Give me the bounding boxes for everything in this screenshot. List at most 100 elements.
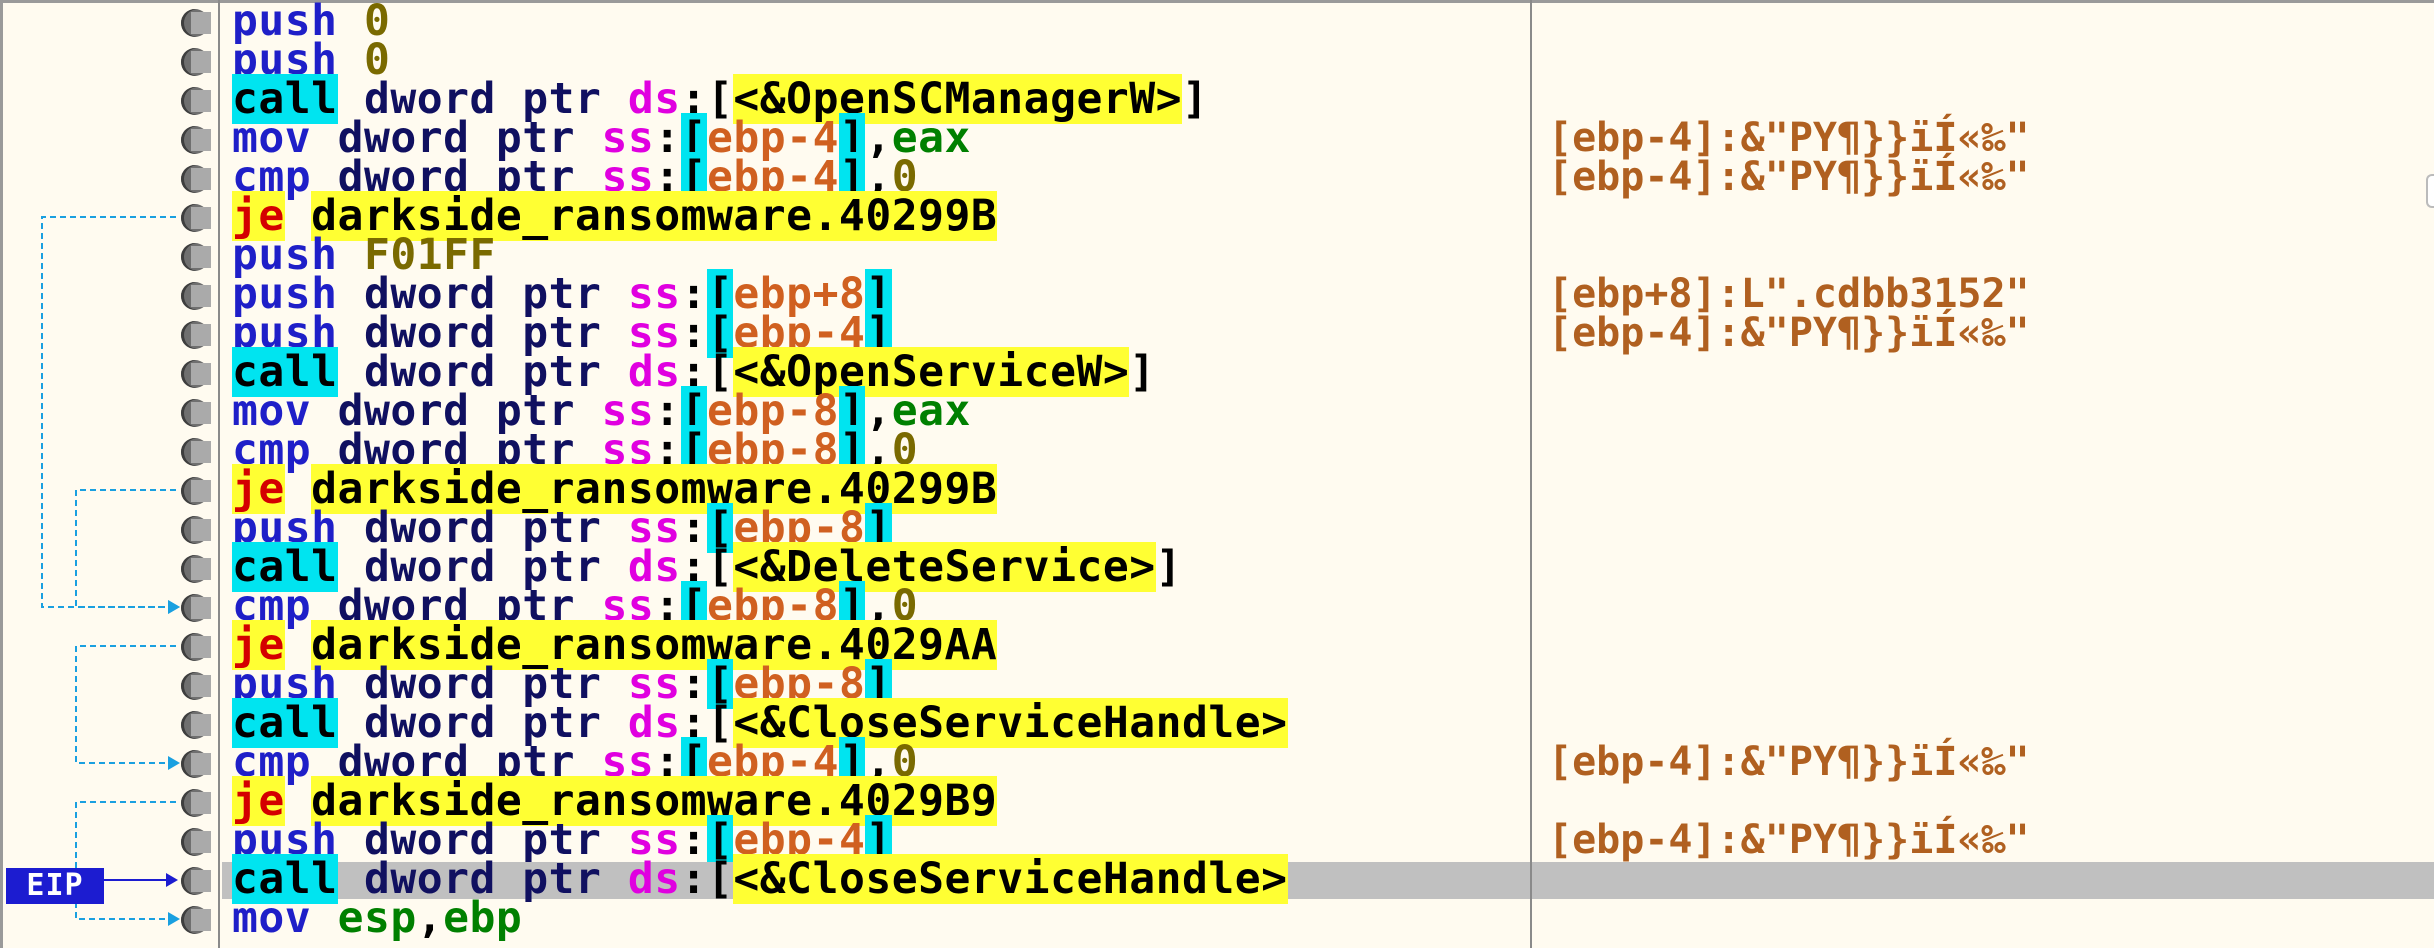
operand-token: <&OpenServiceW>	[733, 347, 1130, 397]
mnemonic: je	[232, 191, 285, 241]
operand-token: dword ptr	[363, 815, 628, 865]
operand-token: darkside_ransomware.40299B	[311, 191, 998, 241]
breakpoint-marker-icon[interactable]	[181, 126, 211, 154]
instruction-row[interactable]: call dword ptr ds:[<&OpenServiceW>]	[0, 347, 2434, 397]
breakpoint-marker-icon[interactable]	[181, 438, 211, 466]
instruction-text: je darkside_ransomware.40299B	[232, 191, 998, 241]
breakpoint-marker-icon[interactable]	[181, 555, 211, 583]
gutter-separator[interactable]	[218, 0, 220, 948]
breakpoint-marker-icon[interactable]	[181, 711, 211, 739]
instruction-text: call dword ptr ds:[<&OpenServiceW>]	[232, 347, 1156, 397]
operand-token: ]	[1182, 74, 1209, 124]
instruction-row[interactable]: call dword ptr ds:[<&CloseServiceHandle>	[0, 854, 2434, 904]
mnemonic: call	[232, 698, 338, 748]
comment-text: [ebp-4]:&"PY¶}}ïÍ«‰"	[1548, 154, 2030, 200]
mnemonic: je	[232, 776, 285, 826]
breakpoint-marker-icon[interactable]	[181, 828, 211, 856]
operand-token: ds	[627, 854, 681, 904]
mnemonic: call	[232, 74, 338, 124]
instruction-row[interactable]: push F01FF	[0, 233, 2434, 277]
comment-text: [ebp-4]:&"PY¶}}ïÍ«‰"	[1548, 115, 2030, 161]
jump-arrow	[75, 801, 176, 920]
instruction-row[interactable]: call dword ptr ds:[<&DeleteService>]	[0, 542, 2434, 592]
column-separator[interactable]	[1530, 0, 1532, 948]
operand-token: ds	[627, 347, 681, 397]
instruction-text: call dword ptr ds:[<&CloseServiceHandle>	[232, 698, 1288, 748]
breakpoint-marker-icon[interactable]	[181, 204, 211, 232]
operand-token: :	[654, 113, 681, 163]
top-border	[0, 0, 2434, 3]
instruction-row[interactable]: push 0	[0, 0, 2434, 43]
breakpoint-marker-icon[interactable]	[181, 243, 211, 271]
breakpoint-marker-icon[interactable]	[181, 165, 211, 193]
operand-token: ebp+8	[733, 269, 866, 319]
operand-token: [	[707, 815, 734, 865]
operand-token: ds	[627, 698, 681, 748]
instruction-row[interactable]: mov dword ptr ss:[ebp-4],eax[ebp-4]:&"PY…	[0, 113, 2434, 163]
operand-token: ss	[627, 269, 681, 319]
breakpoint-marker-icon[interactable]	[181, 516, 211, 544]
breakpoint-marker-icon[interactable]	[181, 477, 211, 505]
comment-text: [ebp+8]:L".cdbb3152"	[1548, 271, 2030, 317]
instruction-row[interactable]: push 0	[0, 38, 2434, 82]
breakpoint-marker-icon[interactable]	[181, 9, 211, 37]
breakpoint-marker-icon[interactable]	[181, 48, 211, 76]
breakpoint-marker-icon[interactable]	[181, 906, 211, 934]
instruction-text: je darkside_ransomware.4029AA	[232, 620, 998, 670]
operand-token: [	[707, 659, 734, 709]
operand-token: ss	[627, 659, 681, 709]
instruction-row[interactable]: je darkside_ransomware.40299B	[0, 464, 2434, 514]
operand-token: 0	[363, 0, 391, 46]
scrollbar-handle[interactable]	[2426, 174, 2434, 208]
breakpoint-marker-icon[interactable]	[181, 789, 211, 817]
operand-token: :	[680, 815, 708, 865]
operand-token: :	[680, 503, 708, 553]
mnemonic: push	[232, 269, 338, 319]
operand-token: ss	[627, 503, 681, 553]
operand-token: ,	[865, 386, 892, 436]
operand-token: dword ptr	[363, 542, 628, 592]
breakpoint-marker-icon[interactable]	[181, 399, 211, 427]
mnemonic: mov	[232, 113, 312, 163]
operand-token: ebp-4	[707, 113, 839, 163]
instruction-row[interactable]: call dword ptr ds:[<&CloseServiceHandle>	[0, 698, 2434, 748]
breakpoint-marker-icon[interactable]	[181, 750, 211, 778]
instruction-row[interactable]: je darkside_ransomware.40299B	[0, 191, 2434, 241]
jump-arrowhead	[168, 600, 180, 614]
instruction-text: push 0	[232, 0, 390, 43]
operand-token: ebp	[443, 893, 523, 943]
comment-text: [ebp-4]:&"PY¶}}ïÍ«‰"	[1548, 739, 2030, 785]
breakpoint-marker-icon[interactable]	[181, 321, 211, 349]
operand-token: dword ptr	[337, 113, 602, 163]
operand-token: <&OpenSCManagerW>	[733, 74, 1183, 124]
instruction-text: je darkside_ransomware.40299B	[232, 464, 998, 514]
comment-text: [ebp-4]:&"PY¶}}ïÍ«‰"	[1548, 817, 2030, 863]
breakpoint-marker-icon[interactable]	[181, 282, 211, 310]
instruction-row[interactable]: je darkside_ransomware.4029AA	[0, 620, 2434, 670]
breakpoint-marker-icon[interactable]	[181, 672, 211, 700]
operand-token: 0	[363, 35, 391, 85]
breakpoint-marker-icon[interactable]	[181, 360, 211, 388]
jump-arrow	[41, 216, 176, 608]
mnemonic: je	[232, 620, 285, 670]
instruction-text: call dword ptr ds:[<&OpenSCManagerW>]	[232, 74, 1209, 124]
mnemonic: call	[232, 542, 338, 592]
operand-token: darkside_ransomware.40299B	[311, 464, 998, 514]
operand-token: ss	[627, 308, 681, 358]
operand-token: dword ptr	[363, 347, 628, 397]
operand-token: <&CloseServiceHandle>	[733, 698, 1288, 748]
breakpoint-marker-icon[interactable]	[181, 867, 211, 895]
instruction-row[interactable]: call dword ptr ds:[<&OpenSCManagerW>]	[0, 74, 2434, 124]
jump-arrowhead	[168, 756, 180, 770]
instruction-text: push dword ptr ss:[ebp+8]	[232, 269, 892, 319]
operand-token: <&DeleteService>	[733, 542, 1156, 592]
breakpoint-marker-icon[interactable]	[181, 594, 211, 622]
breakpoint-marker-icon[interactable]	[181, 633, 211, 661]
operand-token: dword ptr	[363, 854, 628, 904]
instruction-row[interactable]: push dword ptr ss:[ebp+8] [ebp+8]:L".cdbb…	[0, 269, 2434, 319]
instruction-row[interactable]: mov esp,ebp	[0, 896, 2434, 940]
operand-token: dword ptr	[337, 386, 602, 436]
operand-token: dword ptr	[363, 503, 628, 553]
breakpoint-marker-icon[interactable]	[181, 87, 211, 115]
